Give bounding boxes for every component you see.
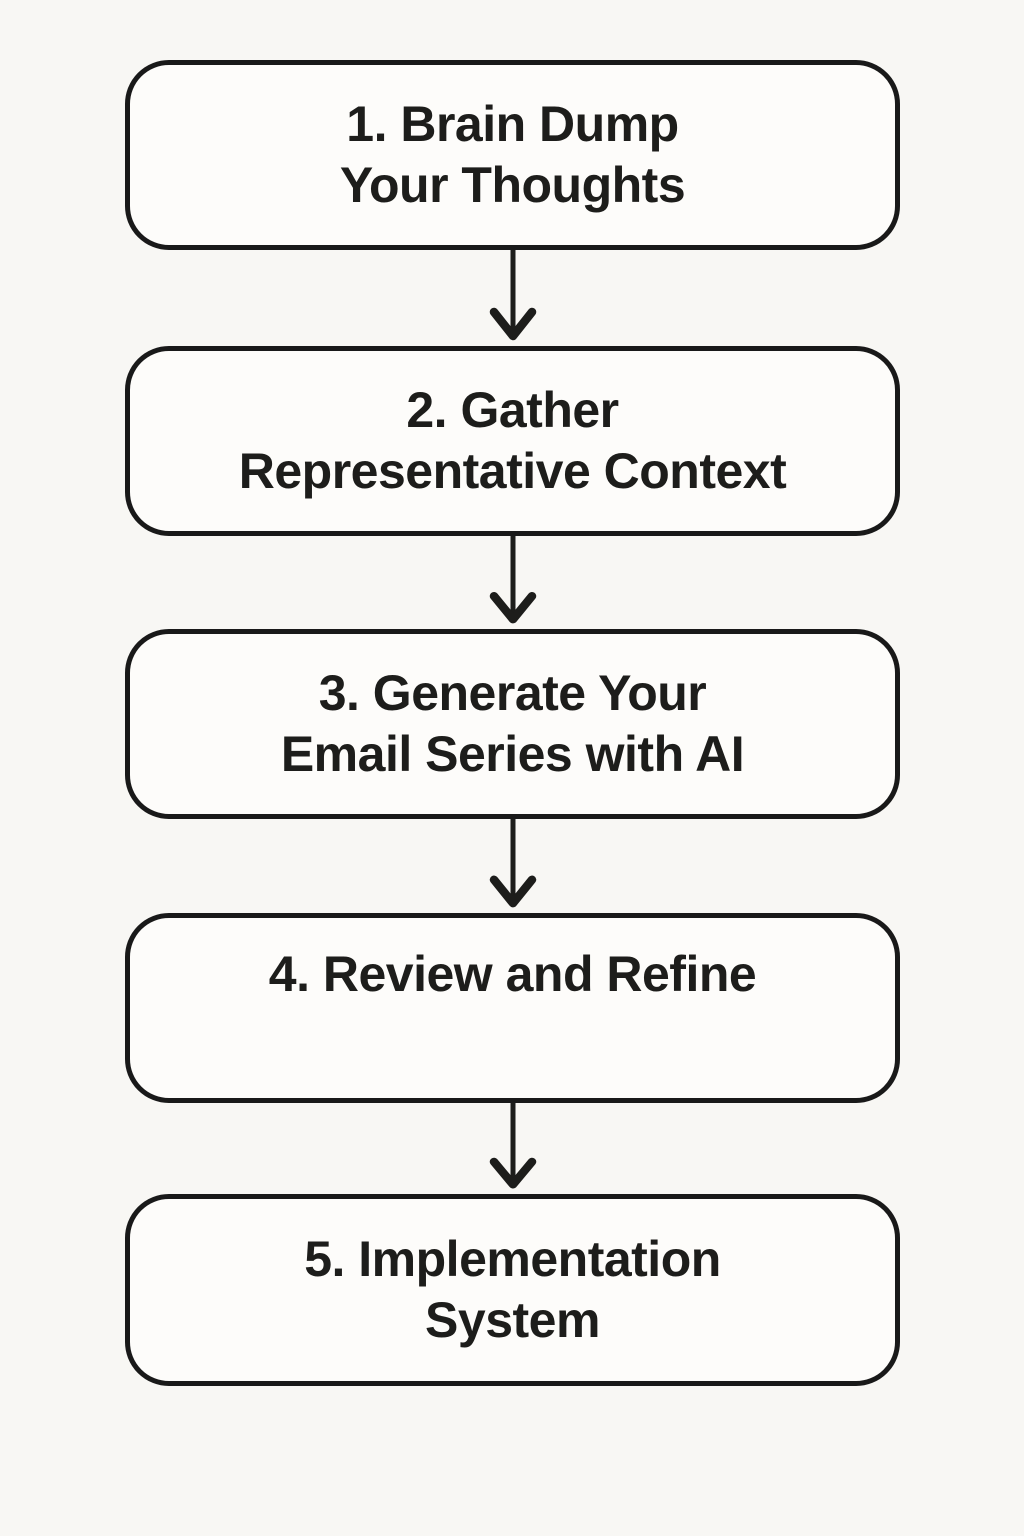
node-label-line: 1. Brain Dump bbox=[346, 96, 679, 152]
node-label-line: 5. Implementation bbox=[304, 1231, 721, 1287]
flow-node-step-2: 2. Gather Representative Context bbox=[125, 346, 900, 536]
node-label-line: 3. Generate Your bbox=[318, 665, 707, 721]
flow-node-step-4: 4. Review and Refine bbox=[125, 913, 900, 1103]
node-label-line: System bbox=[425, 1292, 600, 1348]
flow-node-step-3: 3. Generate Your Email Series with AI bbox=[125, 629, 900, 819]
down-arrow-icon bbox=[489, 250, 537, 341]
node-label-line: Email Series with AI bbox=[280, 726, 745, 782]
down-arrow-icon bbox=[489, 536, 537, 624]
flow-node-step-1: 1. Brain Dump Your Thoughts bbox=[125, 60, 900, 250]
down-arrow-icon bbox=[489, 819, 537, 908]
node-label-line: 4. Review and Refine bbox=[268, 946, 757, 1002]
flow-node-step-5: 5. Implementation System bbox=[125, 1194, 900, 1386]
down-arrow-icon bbox=[489, 1103, 537, 1189]
node-label-line: 2. Gather bbox=[406, 382, 619, 438]
node-label-line: Representative Context bbox=[238, 443, 787, 499]
node-label-line: Your Thoughts bbox=[339, 157, 686, 213]
